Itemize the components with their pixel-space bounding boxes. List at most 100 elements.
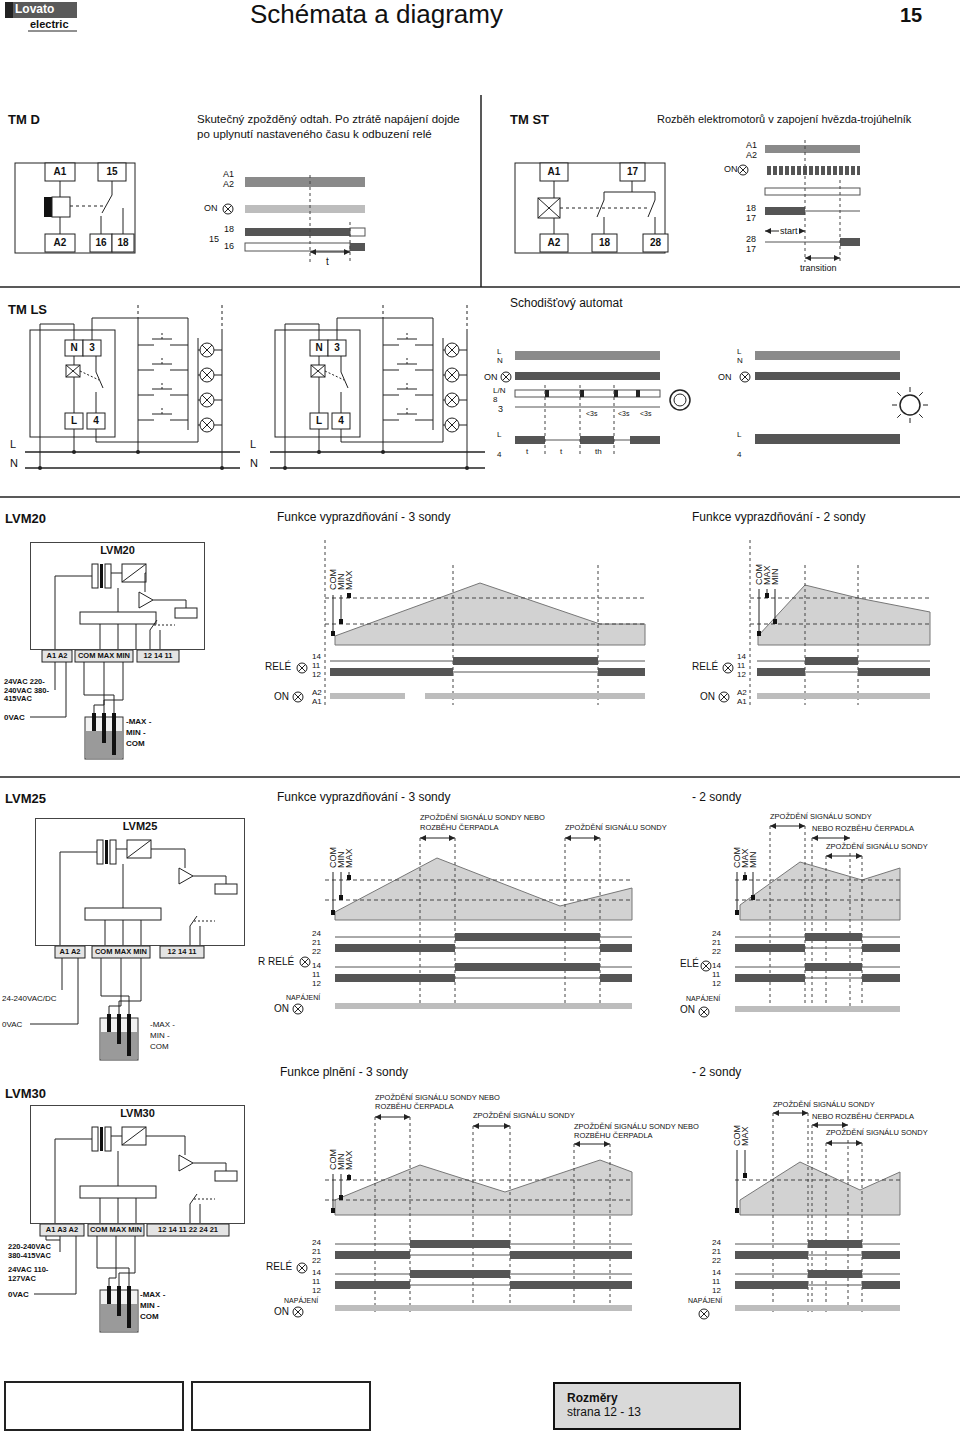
wire-path (101, 958, 129, 1014)
terminal-label: A1 A2 (42, 650, 72, 662)
probe-line (333, 595, 334, 636)
description: Skutečný zpožděný odtah. Po ztrátě napáj… (197, 112, 472, 142)
timing-bar (735, 1251, 808, 1259)
time-marker (805, 140, 806, 262)
wire-line (123, 920, 124, 946)
lamp-symbol (447, 395, 457, 405)
time-marker (545, 385, 546, 456)
section-heading: TM D (8, 113, 40, 128)
probe-line (333, 872, 334, 915)
level-marker (325, 900, 632, 901)
time-marker (453, 565, 454, 705)
terminal-box (112, 234, 134, 252)
terminal-label: 12 14 11 (137, 650, 179, 662)
indicator-cross (703, 963, 710, 970)
wire-line (538, 198, 560, 218)
lamp-symbol (202, 420, 212, 430)
wire-line (467, 330, 468, 468)
lamp-symbol (200, 343, 214, 357)
probe (92, 713, 96, 731)
lamp-symbol (202, 420, 212, 430)
lamp-symbol (202, 395, 212, 405)
timing-bar (455, 933, 600, 941)
time-marker (565, 838, 566, 1010)
timing-gap (405, 693, 425, 699)
push-button (138, 370, 154, 371)
timing-bar (515, 351, 660, 360)
wire-path (118, 1151, 119, 1186)
delay-callout: ZPOŽDĚNÍ SIGNÁLU SONDY (826, 843, 928, 852)
signal-name: ON (274, 1003, 289, 1015)
lamp-symbol (447, 395, 457, 405)
wire-line (655, 217, 656, 234)
indicator-cross (225, 206, 232, 213)
signal-name: ELÉ (680, 958, 699, 970)
signal-name: NAPÁJENÍ (284, 1297, 318, 1305)
contact-numbers: A2 A1 (737, 688, 749, 706)
wire-path (319, 429, 320, 452)
timing-line (805, 211, 860, 212)
section-heading: LVM25 (5, 792, 46, 807)
terminal-label: 17 (620, 163, 645, 181)
wire-path (60, 852, 97, 946)
indicator-cross (725, 665, 732, 672)
terminal-label: 18 (592, 234, 617, 252)
indicator-lamp (297, 1263, 307, 1273)
wire-line (122, 564, 146, 582)
timing-bar (840, 238, 860, 246)
wire-path (146, 1136, 185, 1155)
wire-line (443, 375, 445, 376)
wire-path (34, 1236, 76, 1294)
wire-line (319, 356, 320, 365)
junction-dot (283, 466, 287, 470)
probe-tip (331, 1208, 335, 1213)
lamp-symbol (445, 418, 459, 432)
time-marker (455, 838, 456, 1010)
time-label: transition (800, 263, 837, 273)
wire-line (118, 1198, 119, 1224)
signal-name: NAPÁJENÍ (286, 994, 320, 1002)
wire-line (111, 573, 122, 574)
signal-name: L 4 (737, 425, 747, 465)
relay-coil (215, 1171, 237, 1181)
wire-path (55, 576, 92, 650)
indicator-lamp (699, 1007, 709, 1017)
terminal-box (620, 163, 645, 181)
timing-bar (335, 944, 455, 952)
timing-bar (330, 668, 453, 676)
timing-line (515, 407, 660, 408)
time-marker (812, 1125, 813, 1312)
terminal-label: A2 (540, 234, 568, 252)
timing-bar (765, 207, 805, 215)
wire-line (198, 375, 200, 376)
rail-name: N (10, 457, 18, 470)
timing-bar (735, 1281, 808, 1289)
wire-path (151, 849, 185, 868)
terminal-label: 3 (328, 340, 346, 356)
timing-bar (510, 1281, 632, 1289)
logo-text: Lovato (15, 3, 54, 17)
supply-label: 0VAC (4, 713, 25, 722)
indicator-cross (701, 1009, 708, 1016)
terminal-label: COM MAX MIN (88, 1224, 144, 1236)
relay-housing (275, 330, 360, 437)
level-marker (325, 880, 632, 881)
probe-tip (735, 910, 739, 915)
terminal-label: L (65, 413, 83, 429)
timing-bar (755, 434, 900, 444)
wire-line (538, 198, 560, 218)
push-button (162, 382, 163, 389)
wire-line (136, 1198, 137, 1224)
dimension-arrow (375, 1117, 410, 1118)
wire-path (193, 876, 226, 884)
push-button (138, 345, 154, 346)
section-rule (0, 496, 960, 498)
logo-rule (28, 31, 77, 32)
terminal-box (83, 340, 101, 356)
lamp-symbol (202, 370, 212, 380)
contact-link (560, 208, 650, 209)
delay-callout: ZPOŽDĚNÍ SIGNÁLU SONDY (473, 1112, 575, 1121)
timing-bar (335, 974, 455, 982)
wire-path (97, 1236, 129, 1286)
wire-path (84, 662, 114, 713)
